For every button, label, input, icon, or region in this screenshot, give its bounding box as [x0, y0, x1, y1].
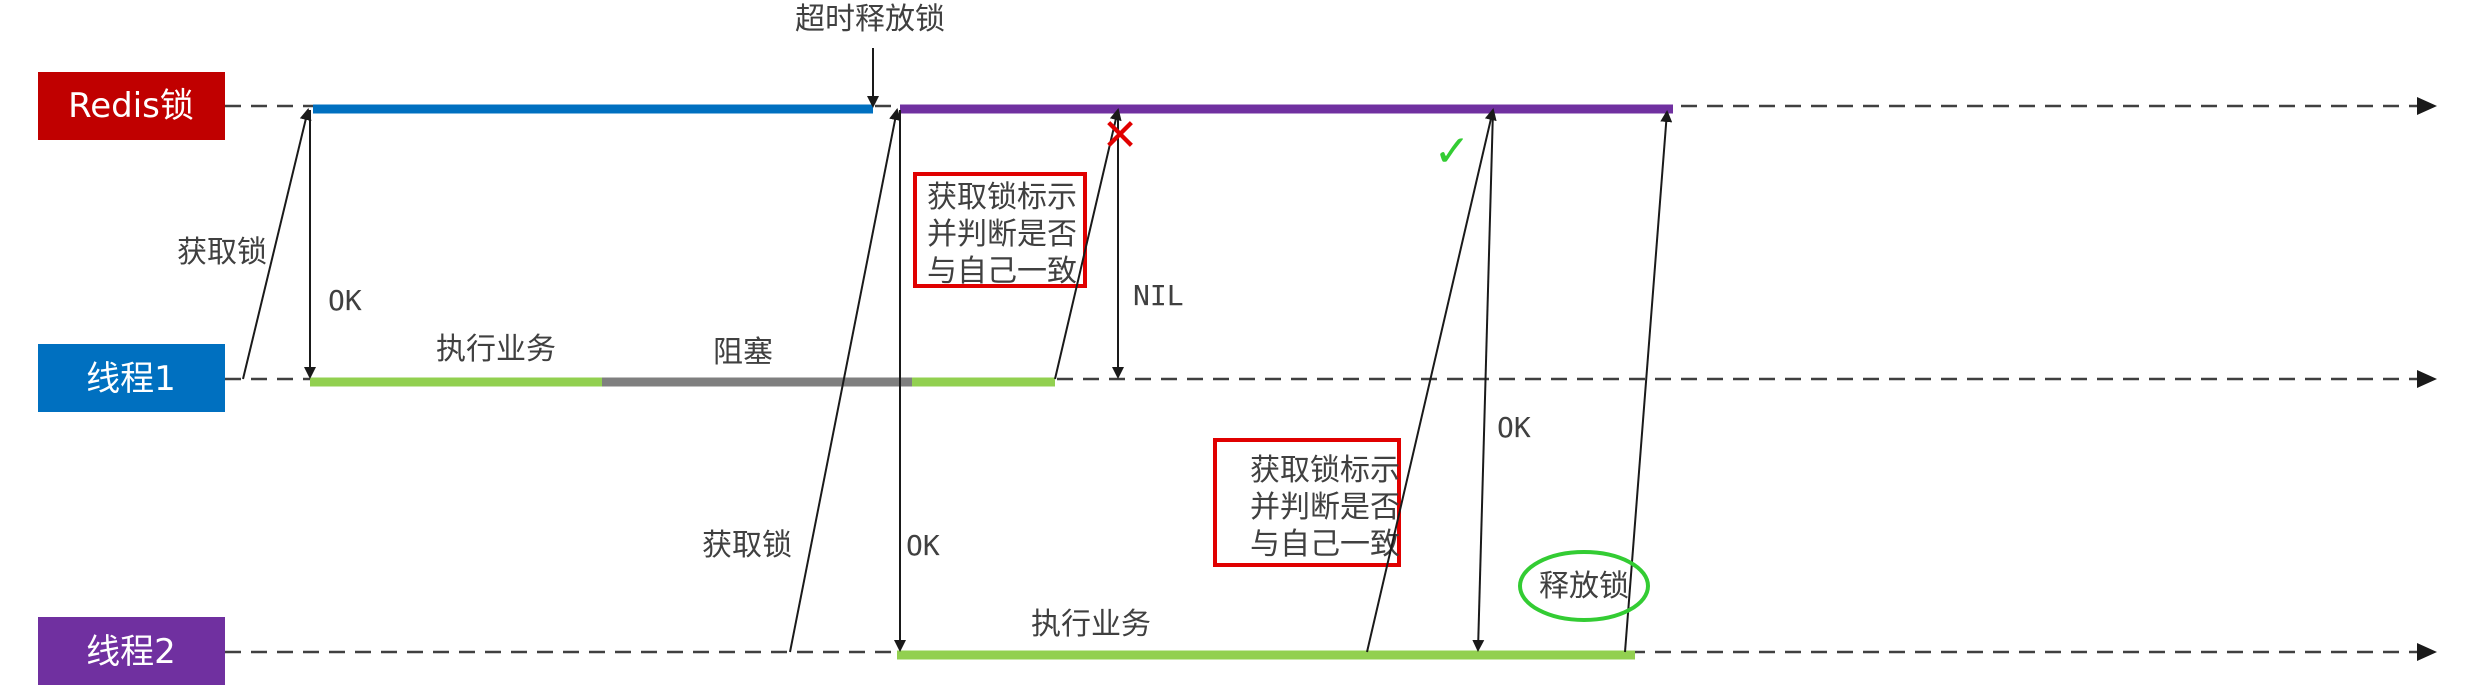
mismatch-icon: ✕ [1102, 110, 1139, 161]
timeout-release-label: 超时释放锁 [795, 2, 945, 37]
lane-redis-label: Redis锁 [68, 86, 194, 126]
thread2-release-arrow [1624, 110, 1673, 653]
lane-thread1: 线程1 [38, 344, 225, 412]
thread2-check-border [1213, 438, 1401, 567]
thread2-ok2-label: OK [1497, 411, 1531, 444]
thread2-acquire-label: 获取锁 [702, 528, 792, 563]
thread2-execute-label: 执行业务 [1031, 607, 1151, 642]
thread1-nil-label: NIL [1133, 279, 1184, 312]
lane-redis: Redis锁 [38, 72, 225, 140]
thread1-blocked-label: 阻塞 [713, 335, 773, 370]
lane-thread2-box [38, 617, 225, 685]
thread1-check-arrow [1054, 108, 1122, 380]
thread2-check-line2: 并判断是否 [1250, 490, 1400, 525]
thread1-acquire-arrow [242, 108, 312, 380]
lane-redis-box [38, 72, 225, 140]
lane-thread1-box [38, 344, 225, 412]
thread1-check-border [913, 172, 1087, 288]
thread2-ok-label: OK [906, 529, 940, 562]
thread1-check-line2: 并判断是否 [927, 217, 1077, 252]
lane-thread2-label: 线程2 [86, 632, 176, 672]
lane-thread2: 线程2 [38, 617, 225, 685]
thread1-execute-label: 执行业务 [436, 332, 556, 367]
thread1-ok-label: OK [328, 284, 362, 317]
thread2-check-line1: 获取锁标示 [1250, 453, 1400, 488]
thread1-check-box: 获取锁标示 并判断是否 与自己一致 [913, 172, 1087, 289]
lane-thread1-label: 线程1 [86, 359, 176, 399]
thread2-check-arrow [1366, 108, 1497, 653]
thread2-check-box: 获取锁标示 并判断是否 与自己一致 [1213, 438, 1401, 567]
thread2-ok2-arrow [1472, 109, 1494, 652]
thread1-acquire-label: 获取锁 [177, 235, 267, 270]
thread1-check-line3: 与自己一致 [927, 254, 1077, 289]
thread2-check-line3: 与自己一致 [1250, 527, 1400, 562]
thread2-release-label: 释放锁 [1539, 569, 1629, 604]
thread2-release-highlight [1518, 550, 1650, 622]
thread1-check-line1: 获取锁标示 [927, 180, 1077, 215]
match-icon: ✓ [1434, 126, 1471, 177]
thread2-acquire-arrow [789, 108, 901, 653]
